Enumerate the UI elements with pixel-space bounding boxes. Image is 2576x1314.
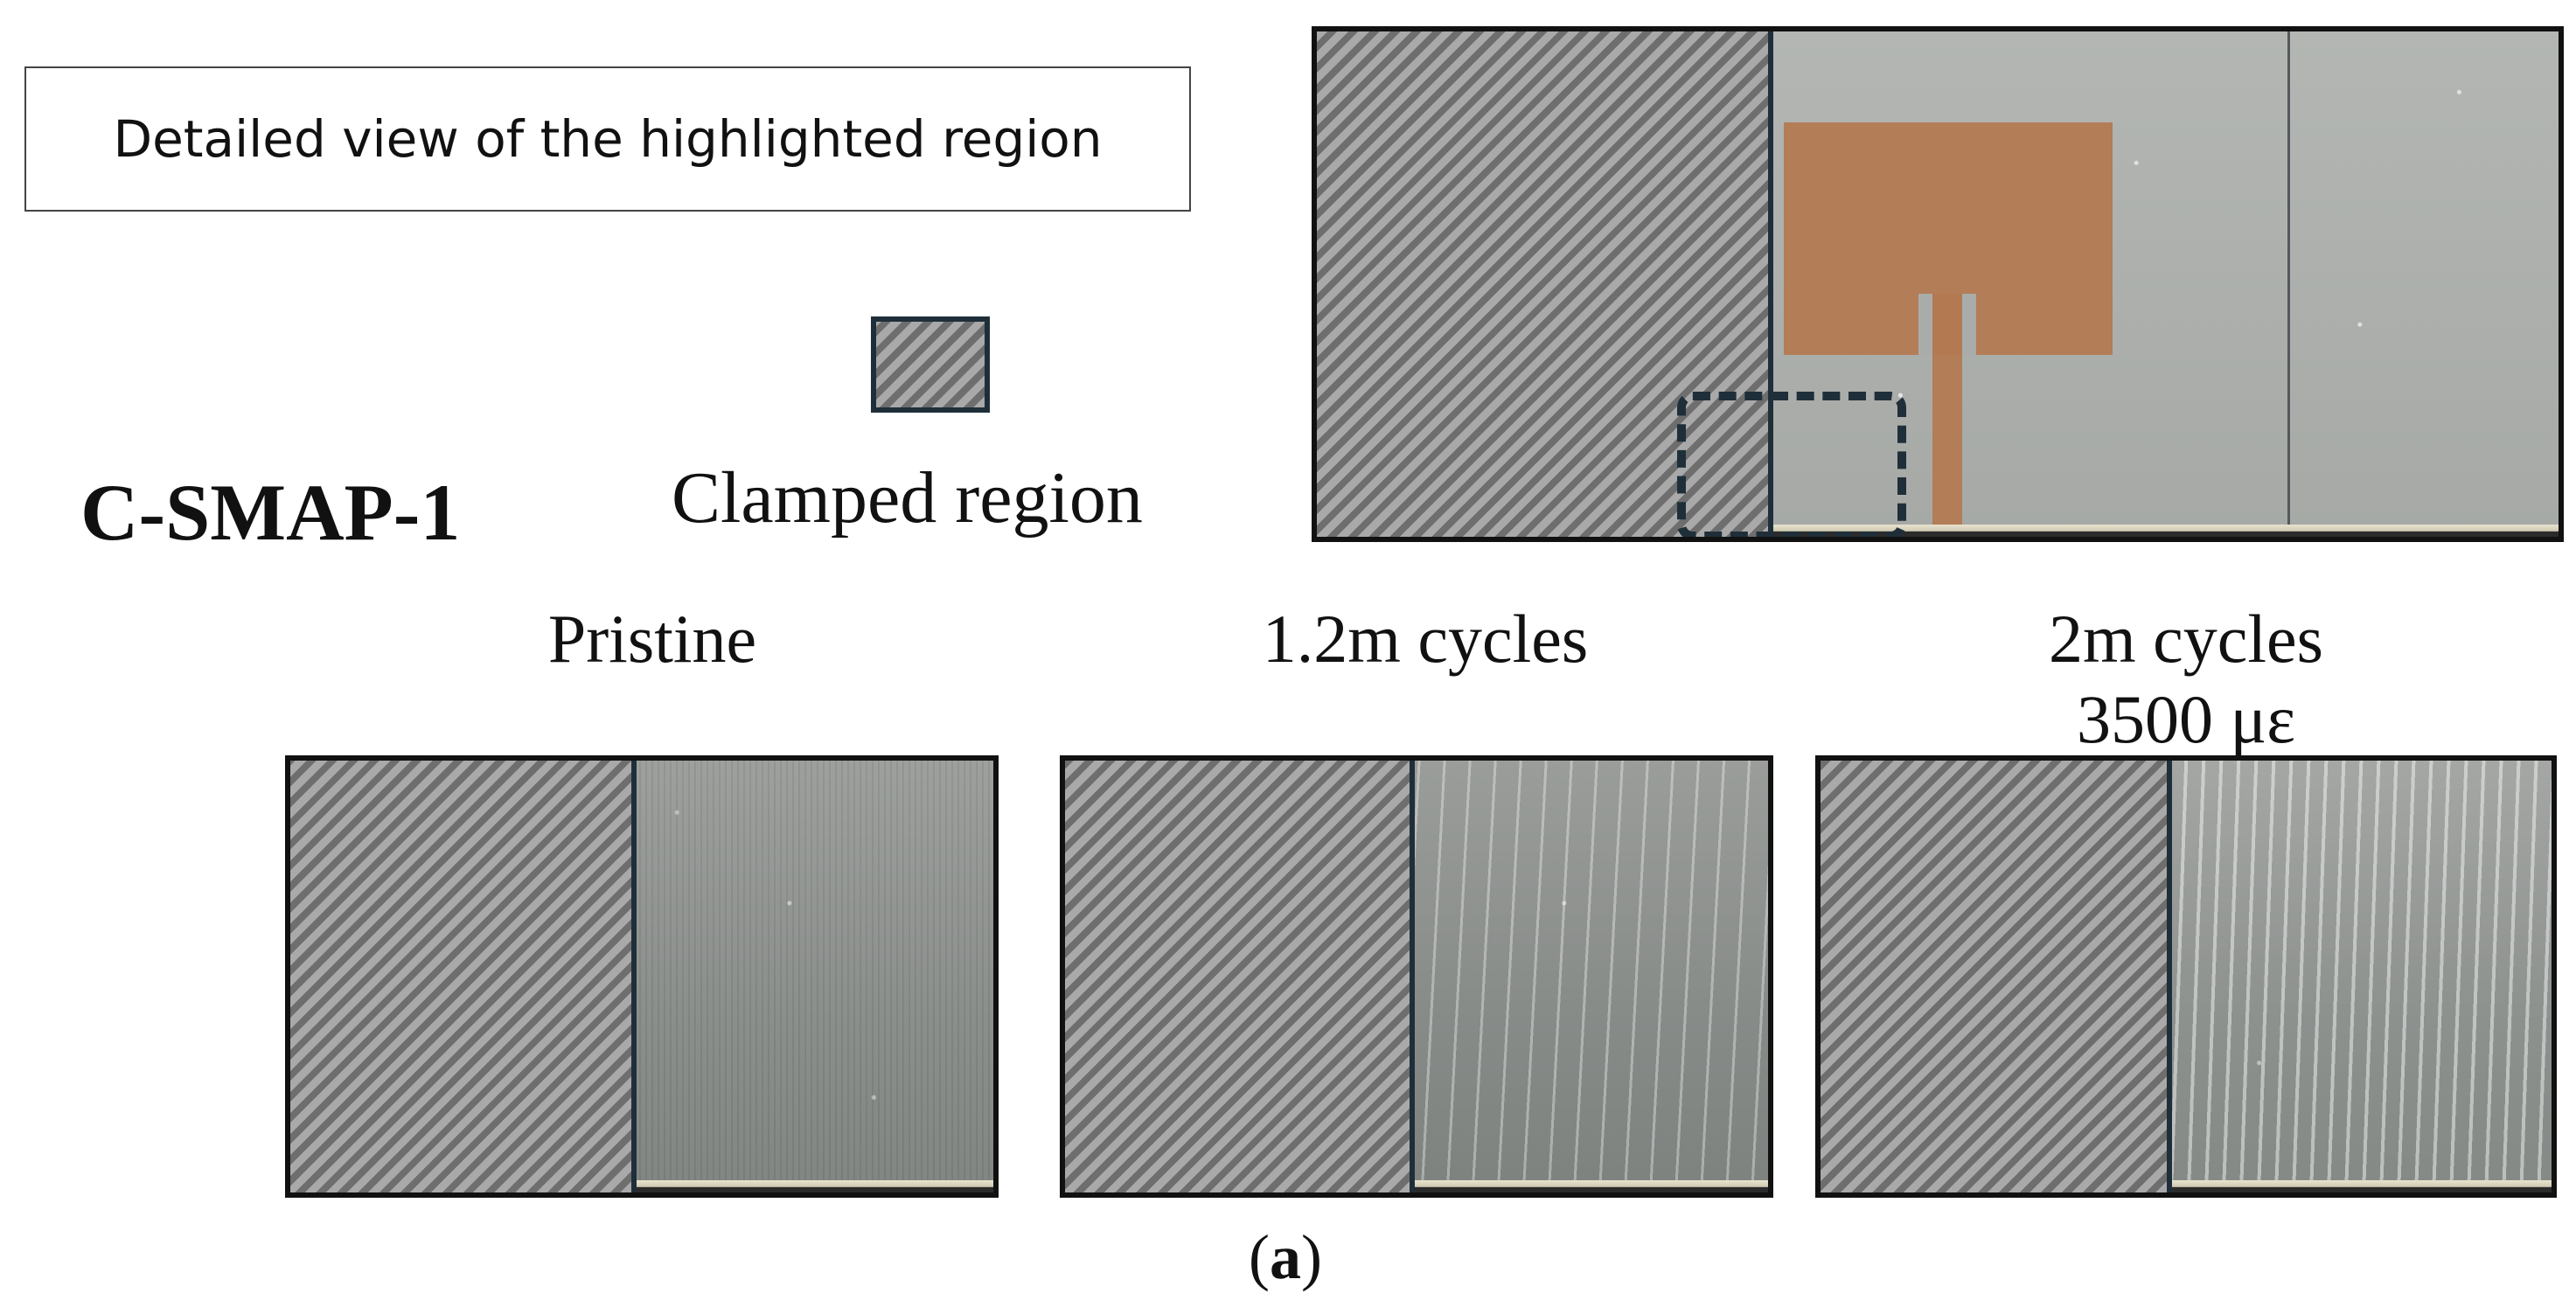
clamped-region-legend-label: Clamped region [672,457,1143,539]
detail-panel-2m-cycles [1815,755,2557,1198]
panel-clamped-region [1821,761,2172,1192]
detail-panel-pristine [285,755,999,1198]
panel-title-1-2m-cycles: 1.2m cycles [1262,601,1589,677]
patch-inset-gap-left [1918,294,1932,357]
panel-subtitle-strain: 3500 με [2076,681,2296,757]
panel-title-2m-cycles: 2m cycles [2048,601,2324,677]
detail-caption-box: Detailed view of the highlighted region [24,66,1191,212]
specimen-overview-photo [1312,26,2564,542]
detail-caption-text: Detailed view of the highlighted region [113,109,1103,169]
panel-title-pristine: Pristine [547,601,757,677]
specimen-label: C-SMAP-1 [80,468,461,557]
highlighted-region-dashed [1677,392,1906,537]
overview-clamped-region [1317,31,1773,537]
panel-clamped-region [290,761,637,1192]
panel-clamped-region [1065,761,1415,1192]
subfigure-label-close: ) [1301,1222,1322,1292]
patch-feed-line [1932,294,1962,537]
detail-panel-1-2m-cycles [1060,755,1773,1198]
patch-inset-gap-right [1962,294,1976,357]
subfigure-label-letter: a [1270,1222,1301,1292]
reference-line [2287,31,2290,537]
subfigure-label: (a) [1198,1226,1373,1289]
clamped-region-legend-swatch [871,316,990,413]
subfigure-label-open: ( [1249,1222,1270,1292]
